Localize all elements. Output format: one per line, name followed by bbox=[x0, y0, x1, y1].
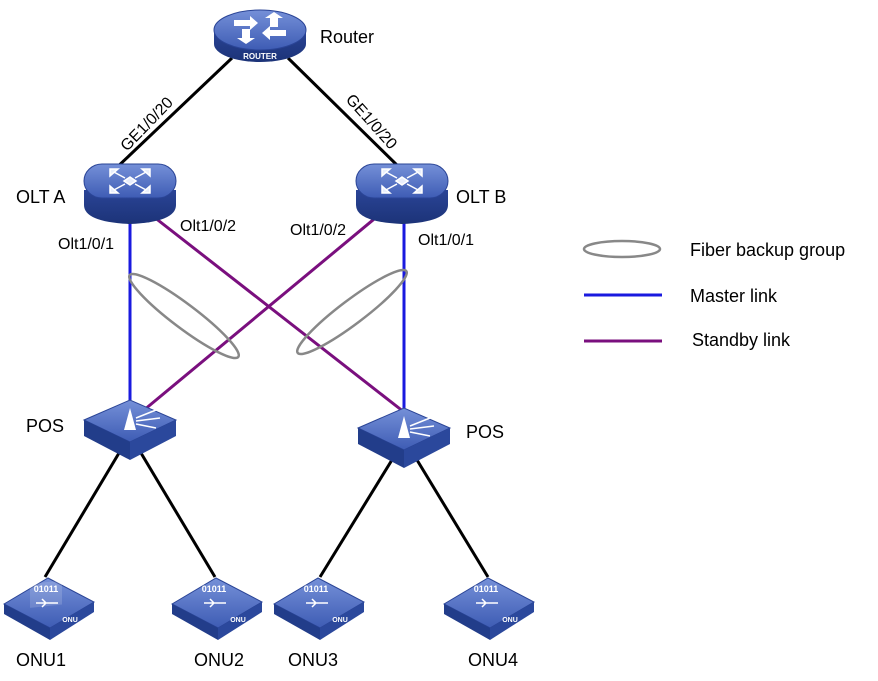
onu2-icon: 01011 ONU bbox=[170, 577, 264, 640]
onu3-icon: 01011 ONU bbox=[272, 577, 366, 640]
olt-a: OLT A bbox=[16, 163, 177, 224]
onu2-label: ONU2 bbox=[194, 650, 244, 670]
onu3-badge: ONU bbox=[332, 617, 348, 624]
standby-link-olt-b bbox=[137, 208, 386, 417]
onu1-label: ONU1 bbox=[16, 650, 66, 670]
legend-master-link-label: Master link bbox=[690, 286, 778, 306]
port-label-olt-b-standby: Olt1/0/2 bbox=[290, 222, 346, 239]
uplink-router-olt-a bbox=[110, 56, 234, 174]
link-pos-right-onu4 bbox=[412, 454, 490, 578]
port-label-olt-a-standby: Olt1/0/2 bbox=[180, 218, 236, 235]
onu1-icon: 01011 ONU bbox=[2, 577, 96, 640]
olt-b-label: OLT B bbox=[456, 187, 506, 207]
onu3-chip: 01011 bbox=[304, 584, 329, 594]
legend: Fiber backup group Master link Standby l… bbox=[582, 239, 845, 350]
olt-a-icon bbox=[83, 163, 177, 224]
pos-right: POS bbox=[356, 407, 504, 468]
legend-master-link: Master link bbox=[584, 286, 778, 306]
onu2-chip: 01011 bbox=[202, 584, 227, 594]
fiber-backup-group-left bbox=[127, 272, 241, 360]
port-label-olt-b-master: Olt1/0/1 bbox=[418, 232, 474, 249]
onu1: 01011 ONU ONU1 bbox=[2, 577, 96, 670]
port-label-olt-a-master: Olt1/0/1 bbox=[58, 236, 114, 253]
standby-link-olt-a bbox=[144, 208, 405, 414]
router-icon: ROUTER bbox=[213, 9, 307, 62]
onu2-badge: ONU bbox=[230, 617, 246, 624]
onu3: 01011 ONU ONU3 bbox=[272, 577, 366, 670]
olt-a-label: OLT A bbox=[16, 187, 65, 207]
onu4-label: ONU4 bbox=[468, 650, 518, 670]
olt-b: OLT B bbox=[355, 163, 506, 224]
port-label-router-olt-a: GE1/0/20 bbox=[118, 94, 177, 155]
pos-left: POS bbox=[26, 399, 178, 460]
link-pos-left-onu1 bbox=[43, 447, 124, 578]
link-pos-right-onu3 bbox=[318, 454, 397, 578]
port-label-router-olt-b: GE1/0/20 bbox=[342, 91, 400, 153]
pos-right-icon bbox=[356, 407, 452, 468]
onu4: 01011 ONU ONU4 bbox=[442, 577, 536, 670]
router-badge: ROUTER bbox=[243, 52, 277, 61]
onu1-badge: ONU bbox=[62, 617, 78, 624]
onu4-icon: 01011 ONU bbox=[442, 577, 536, 640]
onu3-label: ONU3 bbox=[288, 650, 338, 670]
legend-standby-link: Standby link bbox=[584, 330, 791, 350]
pos-left-label: POS bbox=[26, 416, 64, 436]
legend-ellipse-icon bbox=[582, 239, 662, 259]
legend-standby-link-label: Standby link bbox=[692, 330, 791, 350]
legend-fiber-backup-group: Fiber backup group bbox=[582, 239, 845, 260]
fiber-backup-group-right bbox=[295, 268, 409, 356]
links bbox=[43, 56, 490, 578]
olt-b-icon bbox=[355, 163, 449, 224]
link-pos-left-onu2 bbox=[136, 447, 217, 578]
onu2: 01011 ONU ONU2 bbox=[170, 577, 264, 670]
legend-fiber-backup-group-label: Fiber backup group bbox=[690, 240, 845, 260]
router: ROUTER Router bbox=[213, 9, 374, 62]
onu1-chip: 01011 bbox=[34, 584, 59, 594]
pos-left-icon bbox=[82, 399, 178, 460]
pos-right-label: POS bbox=[466, 422, 504, 442]
onu4-badge: ONU bbox=[502, 617, 518, 624]
uplink-router-olt-b bbox=[286, 56, 406, 174]
router-label: Router bbox=[320, 27, 374, 47]
onu4-chip: 01011 bbox=[474, 584, 499, 594]
